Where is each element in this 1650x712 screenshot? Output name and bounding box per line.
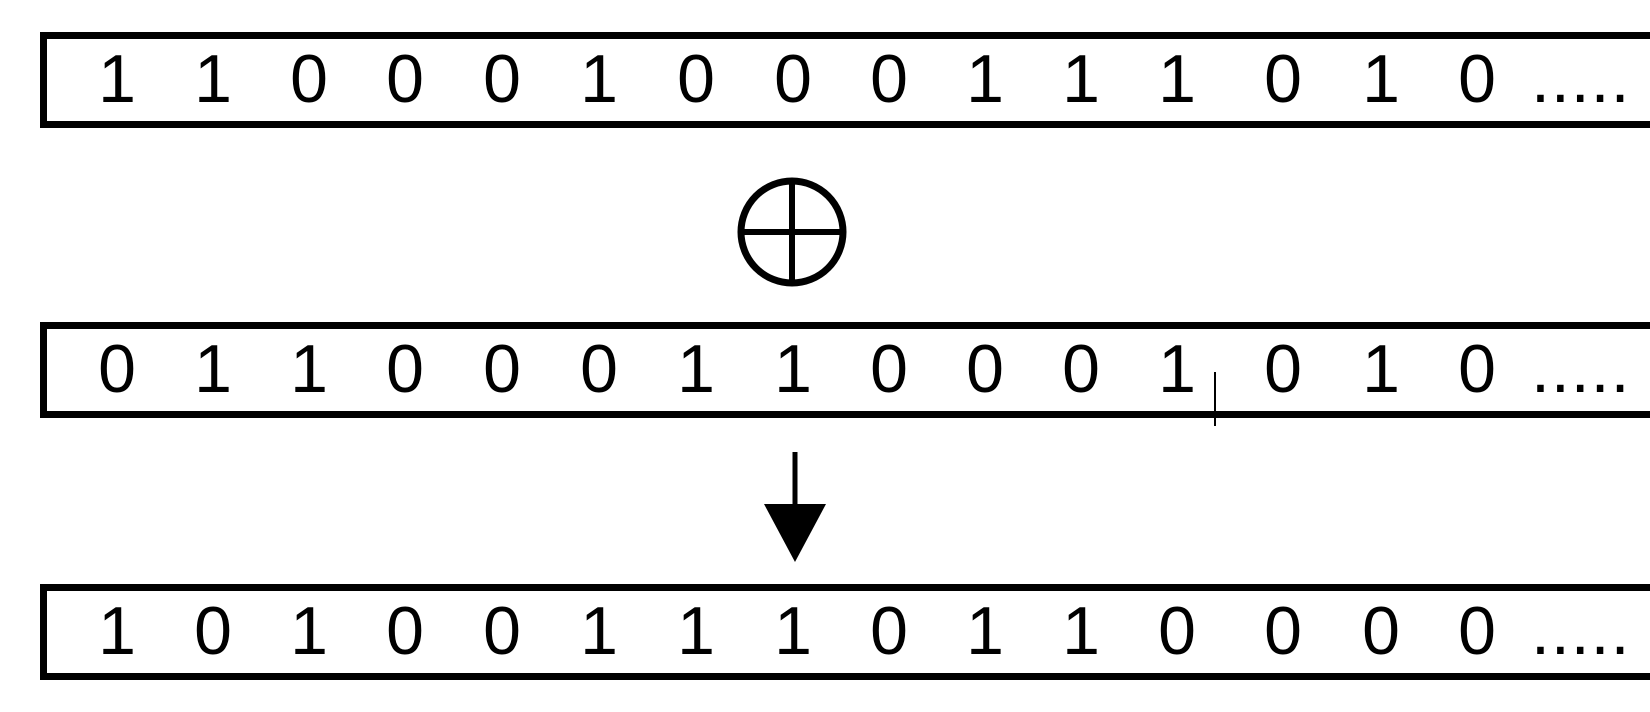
bit-cell: 1: [1158, 331, 1196, 407]
bit-cell: 0: [386, 593, 424, 669]
bit-cell: 0: [870, 593, 908, 669]
bit-cell: 1: [580, 41, 618, 117]
bit-cell: 0: [1458, 593, 1496, 669]
bit-cell: 1: [677, 331, 715, 407]
bit-cell: 0: [1062, 331, 1100, 407]
bit-cell: 0: [1362, 593, 1400, 669]
text-cursor-mark: [1214, 372, 1216, 426]
bit-cell: 1: [966, 41, 1004, 117]
bit-cell: 1: [966, 593, 1004, 669]
bit-cell: 1: [677, 593, 715, 669]
bit-cell: 1: [290, 331, 328, 407]
bit-cell: 1: [1362, 331, 1400, 407]
bit-cell: 0: [1264, 593, 1302, 669]
bit-cell: 0: [966, 331, 1004, 407]
bit-cell: 0: [1458, 331, 1496, 407]
bit-cell: 1: [194, 41, 232, 117]
row-ellipsis: .....: [1531, 593, 1631, 669]
bit-cell: 1: [98, 41, 136, 117]
bit-cell: 0: [194, 593, 232, 669]
row-ellipsis: .....: [1531, 331, 1631, 407]
bit-cell: 1: [1158, 41, 1196, 117]
bit-cell: 0: [483, 41, 521, 117]
bit-cell: 0: [677, 41, 715, 117]
bit-cell: 0: [1264, 331, 1302, 407]
bit-cell: 0: [386, 331, 424, 407]
bit-cell: 0: [290, 41, 328, 117]
bit-cell: 0: [386, 41, 424, 117]
bit-cell: 0: [483, 593, 521, 669]
bit-cell: 0: [870, 41, 908, 117]
bit-cell: 0: [870, 331, 908, 407]
bit-cell: 1: [290, 593, 328, 669]
row-ellipsis: .....: [1531, 41, 1631, 117]
bit-cell: 1: [1062, 593, 1100, 669]
bit-cell: 0: [580, 331, 618, 407]
bit-cell: 1: [774, 593, 812, 669]
bit-cell: 0: [1158, 593, 1196, 669]
bit-cell: 0: [98, 331, 136, 407]
bit-cell: 0: [1458, 41, 1496, 117]
bit-cell: 1: [98, 593, 136, 669]
arrow-down-icon: [764, 452, 826, 562]
bit-cell: 0: [483, 331, 521, 407]
bit-cell: 1: [774, 331, 812, 407]
bit-cell: 1: [194, 331, 232, 407]
bit-cell: 0: [1264, 41, 1302, 117]
xor-operator-icon: [737, 177, 847, 287]
bit-cell: 1: [1062, 41, 1100, 117]
bit-cell: 0: [774, 41, 812, 117]
bit-cell: 1: [1362, 41, 1400, 117]
bit-cell: 1: [580, 593, 618, 669]
